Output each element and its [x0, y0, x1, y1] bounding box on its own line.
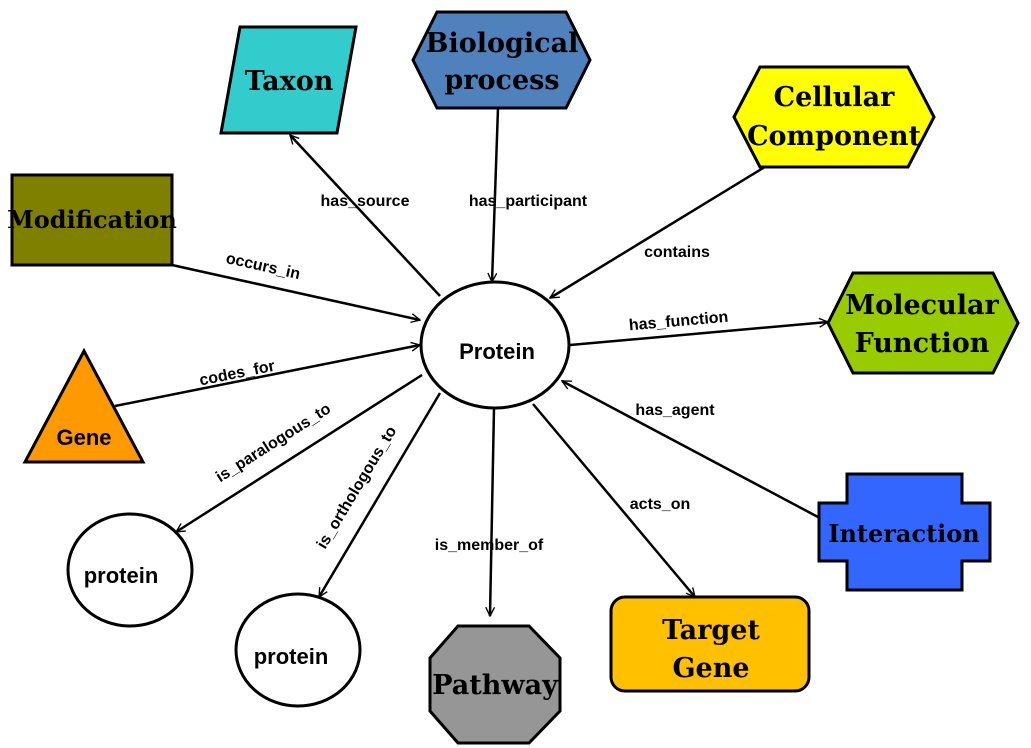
edge-label-has-function: has_function [628, 309, 729, 335]
node-taxon[interactable]: Taxon [219, 25, 358, 135]
node-gene-label: Gene [56, 425, 111, 450]
edge-has-agent: has_agent [562, 379, 819, 519]
edge-acts-on: acts_on [532, 403, 695, 597]
node-pathway-label: Pathway [432, 670, 559, 701]
edge-label-has-source: has_source [321, 193, 410, 210]
node-interaction-label: Interaction [828, 519, 980, 548]
edge-label-codes-for: codes_for [198, 358, 276, 390]
node-target-gene-line2: Gene [672, 653, 749, 684]
node-gene[interactable]: Gene [22, 347, 146, 464]
node-molecular-function[interactable]: Molecular Function [826, 271, 1020, 375]
node-protein-ortholog[interactable]: protein [234, 592, 362, 708]
edge-label-has-participant: has_participant [469, 193, 588, 210]
node-cellular-component[interactable]: Cellular Component [732, 65, 936, 169]
edge-occurs-in: occurs_in [171, 250, 420, 320]
edge-label-acts-on: acts_on [630, 496, 690, 513]
node-protein-paralog[interactable]: protein [66, 512, 194, 628]
node-protein-ortholog-label: protein [254, 644, 329, 669]
node-modification-label: Modification [7, 205, 177, 234]
edge-is-orthologous-to: is_orthologous_to [314, 392, 442, 597]
edge-codes-for: codes_for [114, 345, 420, 408]
edge-label-is-member-of: is_member_of [435, 537, 544, 554]
edge-label-contains: contains [644, 244, 710, 261]
node-biological-process-line2: process [444, 65, 559, 96]
node-interaction[interactable]: Interaction [817, 472, 992, 592]
edge-is-member-of: is_member_of [435, 407, 544, 616]
node-protein-center-label: Protein [459, 339, 535, 364]
node-molecular-function-line1: Molecular [845, 290, 999, 321]
node-biological-process[interactable]: Biological process [411, 10, 592, 110]
edge-has-function: has_function [569, 309, 828, 347]
node-taxon-label: Taxon [245, 66, 334, 97]
node-pathway[interactable]: Pathway [428, 624, 562, 745]
node-modification[interactable]: Modification [7, 173, 177, 267]
edge-has-participant: has_participant [469, 107, 588, 282]
edge-has-source: has_source [290, 135, 441, 297]
node-biological-process-line1: Biological [426, 28, 579, 59]
node-protein-paralog-label: protein [84, 563, 159, 588]
node-molecular-function-line2: Function [855, 328, 990, 359]
node-protein-center[interactable]: Protein [419, 280, 571, 410]
node-cellular-component-line1: Cellular [774, 82, 896, 113]
node-cellular-component-line2: Component [747, 121, 921, 152]
node-target-gene-line1: Target [662, 615, 760, 646]
node-target-gene[interactable]: Target Gene [609, 595, 811, 693]
edge-label-has-agent: has_agent [635, 402, 715, 419]
edge-contains: contains [550, 163, 769, 300]
